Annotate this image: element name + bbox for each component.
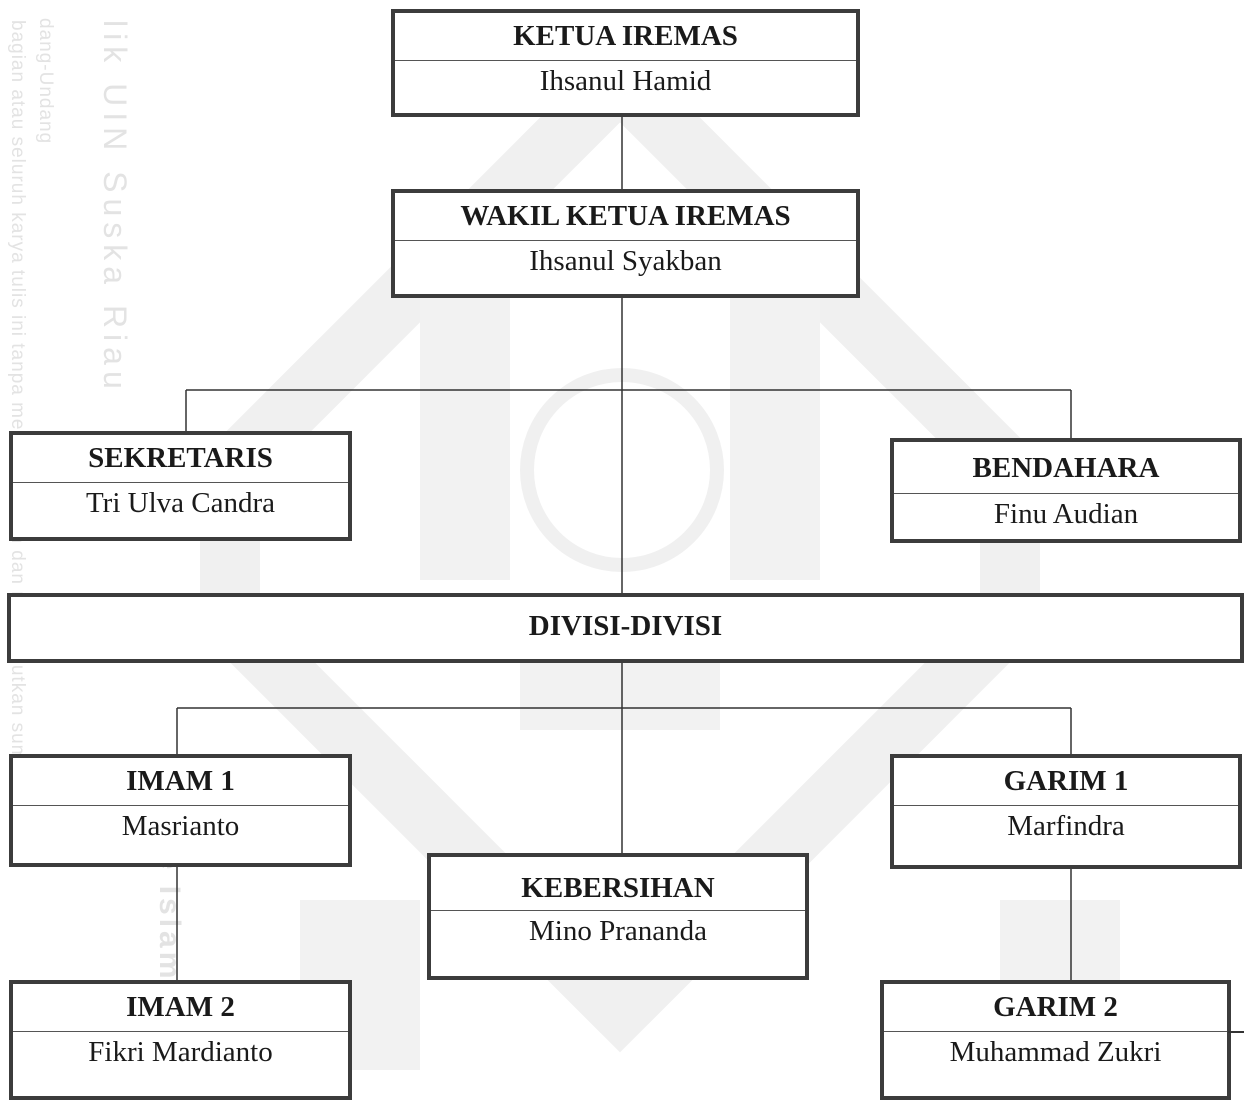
sekretaris-name: Tri Ulva Candra [85, 487, 276, 519]
imam2-name: Fikri Mardianto [88, 1036, 273, 1068]
kebersihan-title: KEBERSIHAN [431, 857, 805, 911]
ketua-title: KETUA IREMAS [395, 13, 856, 61]
imam1-box: IMAM 1 Masrianto [9, 754, 352, 867]
kebersihan-name: Mino Prananda [529, 915, 707, 947]
divisi-title: DIVISI-DIVISI [528, 610, 723, 642]
garim2-box: GARIM 2 Muhammad Zukri [880, 980, 1231, 1100]
wakil-name: Ihsanul Syakban [529, 245, 722, 277]
garim2-extension-line [1228, 1031, 1244, 1033]
garim2-title: GARIM 2 [884, 984, 1227, 1032]
imam1-title: IMAM 1 [13, 758, 348, 806]
sekretaris-title: SEKRETARIS [13, 435, 348, 483]
imam2-box: IMAM 2 Fikri Mardianto [9, 980, 352, 1100]
garim1-name: Marfindra [1007, 810, 1125, 842]
wakil-title: WAKIL KETUA IREMAS [395, 193, 856, 241]
watermark-block [730, 250, 820, 580]
kebersihan-box: KEBERSIHAN Mino Prananda [427, 853, 809, 980]
ketua-name: Ihsanul Hamid [539, 65, 712, 97]
garim2-name: Muhammad Zukri [949, 1036, 1162, 1068]
sekretaris-box: SEKRETARIS Tri Ulva Candra [9, 431, 352, 541]
bendahara-title: BENDAHARA [894, 442, 1238, 494]
bendahara-box: BENDAHARA Finu Audian [890, 438, 1242, 543]
garim1-title: GARIM 1 [894, 758, 1238, 806]
divisi-bar: DIVISI-DIVISI [7, 593, 1244, 663]
imam2-title: IMAM 2 [13, 984, 348, 1032]
watermark-text: lik UIN Suska Riau [97, 20, 133, 395]
imam1-name: Masrianto [121, 810, 240, 842]
wakil-box: WAKIL KETUA IREMAS Ihsanul Syakban [391, 189, 860, 298]
watermark-text: dang-Undang [35, 18, 56, 145]
garim1-box: GARIM 1 Marfindra [890, 754, 1242, 869]
watermark-block [420, 250, 510, 580]
bendahara-name: Finu Audian [993, 498, 1139, 530]
ketua-box: KETUA IREMAS Ihsanul Hamid [391, 9, 860, 117]
